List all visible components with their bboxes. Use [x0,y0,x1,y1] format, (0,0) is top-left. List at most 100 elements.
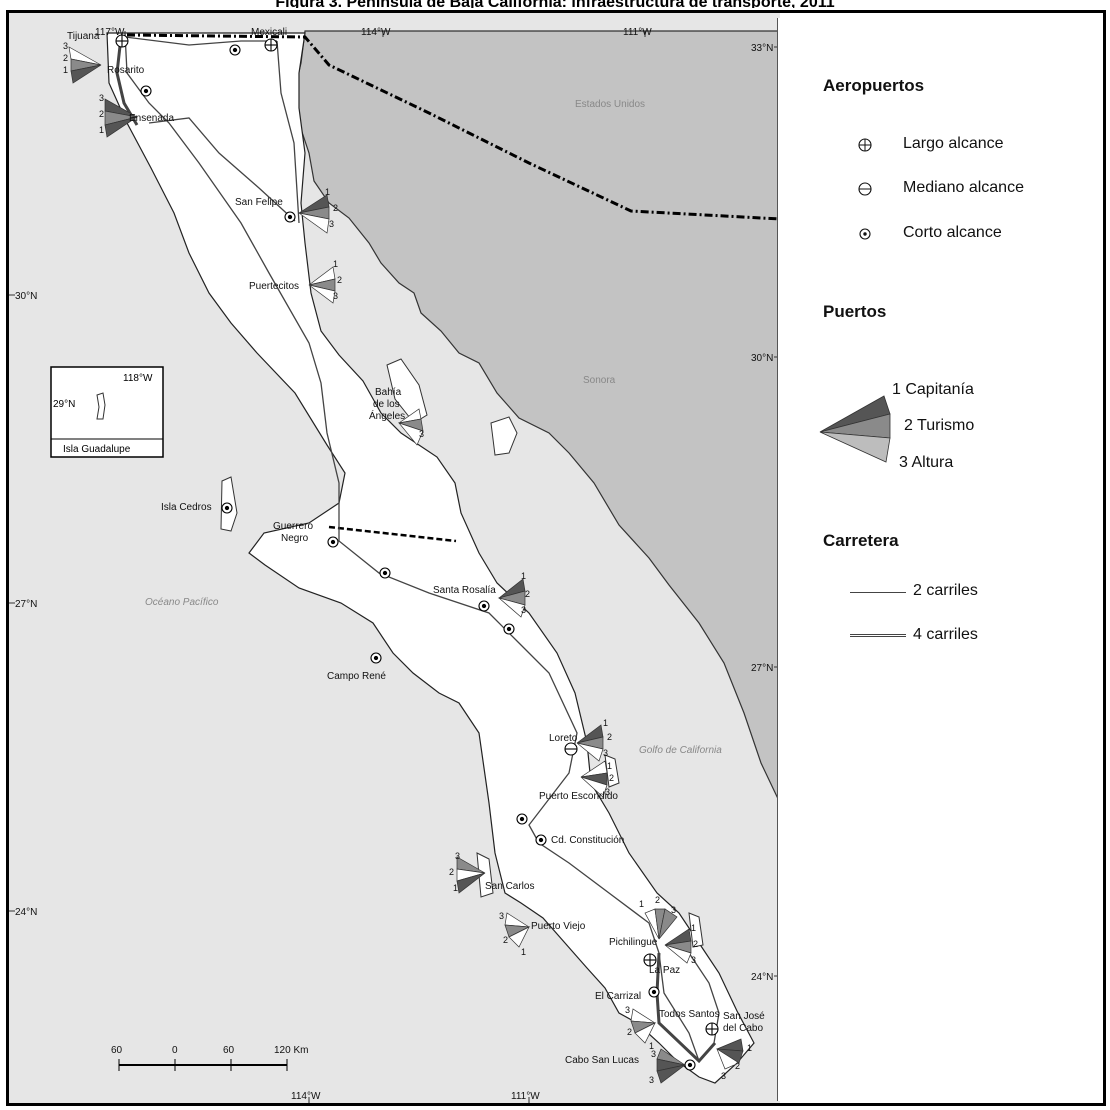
peninsula-baja-california [106,32,755,1084]
place-label-san-carlos: San Carlos [485,881,534,892]
port-number: 3 [329,219,334,229]
graticule-labels: 117°W 114°W 111°W 114°W 111°W 30°N 27°N … [15,27,773,1102]
ports-layer [68,46,744,1084]
port-number: 3 [521,605,526,615]
port-number: 2 [99,109,104,119]
scale-bar: 60 0 60 120 Km [111,1045,308,1071]
airport-short-range-icon [221,502,233,514]
port-number: 2 [735,1061,740,1071]
port-number: 2 [333,203,338,213]
lat-label-left: 24°N [15,907,37,918]
airport-short-range-icon [516,813,528,825]
port-santa-rosalia-icon [497,578,526,618]
port-number: 1 [453,883,458,893]
port-number: 2 [609,773,614,783]
airport-short-range-icon [370,652,382,664]
port-number: 3 [99,93,104,103]
airport-long-range-icon [115,34,129,48]
port-number: 2 [655,895,660,905]
road-ensenada-sanfelipe [148,117,296,222]
place-label-puerto-escondido: Puerto Escondido [539,791,618,802]
lon-label-bottom: 111°W [511,1091,540,1102]
place-label-ensenada: Ensenada [129,113,174,124]
place-label-guerrero-negro: Negro [281,533,309,544]
airport-short-range-icon [859,228,871,240]
lat-label-right: 33°N [751,43,773,54]
lat-label-left: 27°N [15,599,37,610]
place-label-isla-cedros: Isla Cedros [161,502,212,513]
road-mexicali-sanfelipe [276,40,300,224]
port-numbers: 3 2 1 3 2 1 1 2 3 1 2 3 3 1 2 3 1 2 3 1 … [63,41,752,1085]
port-number: 2 [607,732,612,742]
port-ensenada-icon [104,98,138,138]
region-label-sonora: Sonora [583,375,616,386]
lat-label-left: 30°N [15,291,37,302]
lat-label-right: 30°N [751,353,773,364]
place-label-la-paz: La Paz [649,965,680,976]
port-puerto-escondido-icon [580,760,608,798]
airport-short-range-icon [284,211,296,223]
port-number: 3 [671,905,676,915]
place-label-tijuana: Tijuana [67,31,100,42]
place-label-campo-rene: Campo René [327,671,386,682]
port-number: 2 [525,589,530,599]
port-number: 1 [521,571,526,581]
legend-airport-long: Largo alcance [903,135,1004,152]
port-number: 2 [449,867,454,877]
port-number: 3 [63,41,68,51]
port-number: 3 [605,787,610,797]
airport-mid-range-icon [858,182,872,196]
port-number: 3 [333,291,338,301]
port-number: 3 [455,851,460,861]
port-number: 2 [503,935,508,945]
lat-label-right: 24°N [751,972,773,983]
international-border [126,33,781,221]
island-tiburon [490,416,518,456]
port-pichilingue-icon [644,908,692,964]
port-san-carlos-icon [456,856,486,894]
region-labels: Estados Unidos Sonora Océano Pacífico Go… [145,99,722,756]
port-number: 1 [63,65,68,75]
place-label-loreto: Loreto [549,733,578,744]
inset-label: Isla Guadalupe [63,444,131,455]
port-rosarito-icon [68,46,102,84]
port-number: 1 [99,125,104,135]
mainland-sonora-usa [293,30,781,804]
road-4-lane-symbol [850,634,906,637]
port-number: 1 [333,259,338,269]
lon-label-bottom: 114°W [291,1091,321,1102]
port-number: 1 [325,187,330,197]
legend-airport-short: Corto alcance [903,224,1002,241]
port-number: 2 [63,53,68,63]
place-label-san-jose-cabo: San José [723,1011,765,1022]
inset-lat-label: 29°N [53,399,75,410]
port-puertecitos-icon [308,266,336,304]
port-number: 3 [649,1075,654,1085]
port-number: 3 [721,1071,726,1081]
legend-airport-mid: Mediano alcance [903,179,1024,196]
road-transpeninsular [124,32,720,1063]
airport-mid-range-icon [564,742,578,756]
place-labels: Tijuana Mexicali Rosarito Ensenada San F… [67,27,765,1066]
place-label-san-felipe: San Felipe [235,197,283,208]
legend-port-turismo: 2 Turismo [904,417,975,434]
place-label-puerto-viejo: Puerto Viejo [531,921,586,932]
airport-long-range-icon [858,138,872,152]
airport-short-range-icon [229,44,241,56]
port-san-jose-cabo-icon [716,1038,744,1070]
island-carmen [604,754,620,788]
port-number: 1 [691,923,696,933]
lon-label-top: 111°W [623,27,652,38]
road-tijuana-mexicali [124,36,277,46]
legend-ports-title: Puertos [823,302,887,321]
airport-short-range-icon [535,834,547,846]
inset-lon-label: 118°W [123,373,153,384]
region-label-usa: Estados Unidos [575,99,645,110]
port-bahia-angeles-icon [397,408,424,446]
place-label-puertecitos: Puertecitos [249,281,299,292]
airport-short-range-icon [503,623,515,635]
legend-port-capitania: 1 Capitanía [892,381,974,398]
port-number: 3 [691,955,696,965]
scale-tick-label: 60 [111,1045,123,1056]
port-san-felipe-icon [298,194,330,234]
